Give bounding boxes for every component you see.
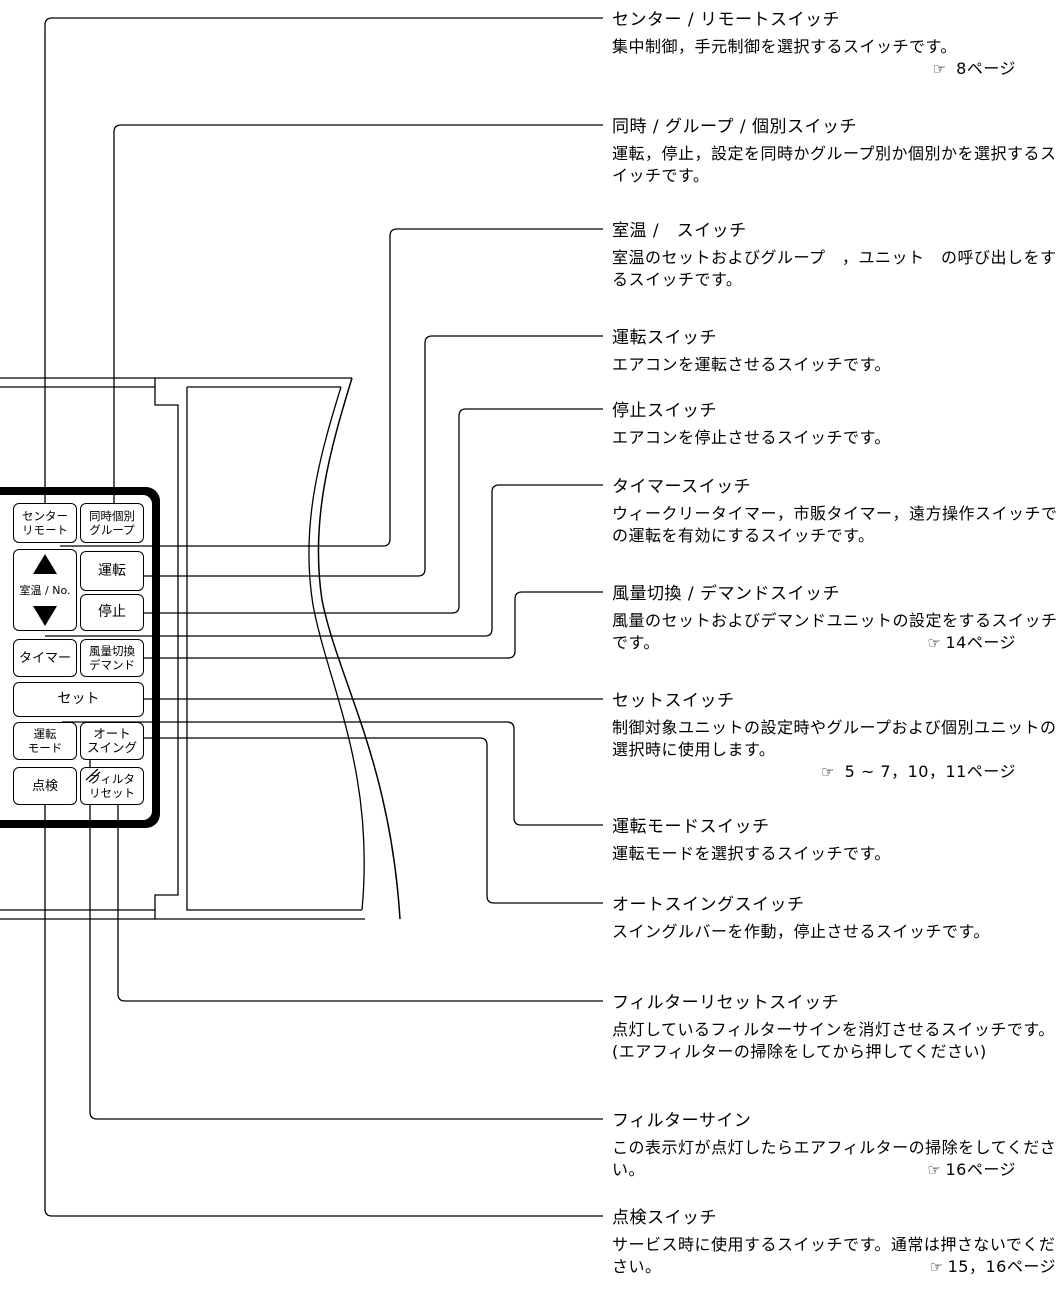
filter-sign-lamp-icon bbox=[85, 768, 101, 783]
pointing-hand-icon: ☞ bbox=[927, 634, 942, 652]
desc-body: ウィークリータイマー，市販タイマー，遠方操作スイッチでの運転を有効にするスイッチ… bbox=[612, 504, 1058, 545]
desc-body: 点灯しているフィルターサインを消灯させるスイッチです。(エアフィルターの掃除をし… bbox=[612, 1020, 1055, 1061]
page-ref-text: 14ページ bbox=[945, 633, 1016, 652]
auto-swing-button[interactable]: オート スイング bbox=[80, 722, 144, 760]
desc-title: フィルターサイン bbox=[612, 1111, 752, 1131]
fan-demand-label-1: 風量切換 bbox=[89, 644, 135, 658]
desc-body: 運転，停止，設定を同時かグループ別か個別かを選択するスイッチです。 bbox=[612, 144, 1057, 185]
page-ref: ☞16ページ bbox=[612, 1159, 1060, 1181]
desc-room-temp: 室温 / スイッチ 室温のセットおよびグループ ，ユニット の呼び出しをするスイ… bbox=[612, 220, 1060, 291]
set-label: セット bbox=[57, 691, 100, 707]
center-remote-label-1: センター bbox=[22, 509, 68, 523]
desc-body: 制御対象ユニットの設定時やグループおよび個別ユニットの選択時に使用します。 bbox=[612, 718, 1057, 759]
desc-body: 集中制御，手元制御を選択するスイッチです。 bbox=[612, 37, 957, 56]
desc-auto-swing: オートスイングスイッチ スイングルバーを作動，停止させるスイッチです。 bbox=[612, 894, 1060, 943]
filter-reset-label-2: リセット bbox=[89, 786, 135, 800]
desc-title: 運転モードスイッチ bbox=[612, 817, 770, 837]
desc-fan-demand: 風量切換 / デマンドスイッチ 風量のセットおよびデマンドユニットの設定をするス… bbox=[612, 583, 1060, 654]
auto-swing-label-1: オート bbox=[93, 726, 131, 741]
desc-title: オートスイングスイッチ bbox=[612, 895, 805, 915]
desc-body: エアコンを運転させるスイッチです。 bbox=[612, 355, 891, 374]
desc-body: 運転モードを選択するスイッチです。 bbox=[612, 844, 891, 863]
desc-body: 風量のセットおよびデマンドユニットの設定をするスイッチです。 bbox=[612, 611, 1058, 652]
page-ref-text: 5 ~ 7，10，11ページ bbox=[839, 762, 1016, 781]
run-mode-label-2: モード bbox=[27, 741, 63, 755]
run-mode-label-1: 運転 bbox=[33, 727, 57, 741]
page-ref: ☞ 8ページ bbox=[612, 58, 1060, 80]
pointing-hand-icon: ☞ bbox=[927, 1161, 942, 1179]
center-remote-button[interactable]: センター リモート bbox=[13, 503, 77, 543]
pointing-hand-icon: ☞ bbox=[821, 763, 836, 781]
desc-filter-reset: フィルターリセットスイッチ 点灯しているフィルターサインを消灯させるスイッチです… bbox=[612, 992, 1060, 1063]
desc-inspect: 点検スイッチ サービス時に使用するスイッチです。通常は押さないでください。 ☞1… bbox=[612, 1207, 1060, 1278]
pointing-hand-icon: ☞ bbox=[932, 60, 947, 78]
desc-body: サービス時に使用するスイッチです。通常は押さないでください。 bbox=[612, 1235, 1056, 1276]
desc-body: 室温のセットおよびグループ ，ユニット の呼び出しをするスイッチです。 bbox=[612, 248, 1057, 289]
auto-swing-label-2: スイング bbox=[86, 740, 137, 755]
timer-label: タイマー bbox=[18, 650, 71, 666]
desc-stop: 停止スイッチ エアコンを停止させるスイッチです。 bbox=[612, 400, 1060, 449]
desc-center-remote: センター / リモートスイッチ 集中制御，手元制御を選択するスイッチです。 ☞ … bbox=[612, 9, 1060, 80]
desc-title: タイマースイッチ bbox=[612, 477, 752, 497]
page-ref: ☞14ページ bbox=[612, 632, 1060, 654]
desc-simultaneous-group: 同時 / グループ / 個別スイッチ 運転，停止，設定を同時かグループ別か個別か… bbox=[612, 116, 1060, 187]
desc-title: セットスイッチ bbox=[612, 691, 735, 711]
page-ref-text: 16ページ bbox=[945, 1160, 1016, 1179]
desc-title: センター / リモートスイッチ bbox=[612, 10, 841, 30]
stop-button[interactable]: 停止 bbox=[80, 594, 144, 631]
desc-set: セットスイッチ 制御対象ユニットの設定時やグループおよび個別ユニットの選択時に使… bbox=[612, 690, 1060, 783]
pointing-hand-icon: ☞ bbox=[929, 1258, 944, 1276]
run-mode-button[interactable]: 運転 モード bbox=[13, 722, 77, 760]
desc-title: 運転スイッチ bbox=[612, 328, 717, 348]
inspect-button[interactable]: 点検 bbox=[13, 767, 77, 805]
filter-reset-label-1: フィルタ bbox=[89, 772, 135, 786]
inspect-label: 点検 bbox=[31, 778, 58, 794]
fan-demand-label-2: デマンド bbox=[89, 658, 135, 672]
simultaneous-group-label-2: グループ bbox=[89, 523, 135, 537]
fan-demand-button[interactable]: 風量切換 デマンド bbox=[80, 639, 144, 677]
desc-timer: タイマースイッチ ウィークリータイマー，市販タイマー，遠方操作スイッチでの運転を… bbox=[612, 476, 1060, 547]
desc-title: 室温 / スイッチ bbox=[612, 221, 747, 241]
desc-title: 同時 / グループ / 個別スイッチ bbox=[612, 117, 858, 137]
page-ref-text: 15，16ページ bbox=[947, 1257, 1056, 1276]
timer-button[interactable]: タイマー bbox=[13, 639, 77, 677]
desc-run-mode: 運転モードスイッチ 運転モードを選択するスイッチです。 bbox=[612, 816, 1060, 865]
filter-reset-button[interactable]: フィルタ リセット bbox=[80, 767, 144, 805]
down-arrow-icon bbox=[33, 606, 57, 626]
desc-body: この表示灯が点灯したらエアフィルターの掃除をしてください。 bbox=[612, 1138, 1057, 1179]
desc-run: 運転スイッチ エアコンを運転させるスイッチです。 bbox=[612, 327, 1060, 376]
set-button[interactable]: セット bbox=[13, 682, 144, 717]
desc-filter-sign: フィルターサイン この表示灯が点灯したらエアフィルターの掃除をしてください。 ☞… bbox=[612, 1110, 1060, 1181]
room-temp-no-button[interactable]: 室温 / No. bbox=[13, 549, 77, 631]
desc-title: 点検スイッチ bbox=[612, 1208, 717, 1228]
run-label: 運転 bbox=[98, 562, 126, 579]
simultaneous-group-button[interactable]: 同時個別 グループ bbox=[80, 503, 144, 543]
desc-title: フィルターリセットスイッチ bbox=[612, 993, 840, 1013]
desc-body: スイングルバーを作動，停止させるスイッチです。 bbox=[612, 922, 990, 941]
page-ref-text: 8ページ bbox=[950, 59, 1016, 78]
run-button[interactable]: 運転 bbox=[80, 551, 144, 591]
leader-lines bbox=[44, 17, 603, 1217]
desc-title: 停止スイッチ bbox=[612, 401, 717, 421]
center-remote-label-2: リモート bbox=[22, 523, 68, 537]
stop-label: 停止 bbox=[98, 604, 126, 620]
desc-body: エアコンを停止させるスイッチです。 bbox=[612, 428, 891, 447]
room-temp-no-label: 室温 / No. bbox=[19, 583, 71, 597]
page-ref: ☞ 5 ~ 7，10，11ページ bbox=[612, 761, 1060, 783]
simultaneous-group-label-1: 同時個別 bbox=[89, 509, 135, 523]
page-ref: ☞15，16ページ bbox=[612, 1256, 1060, 1278]
up-arrow-icon bbox=[33, 554, 57, 574]
device-housing bbox=[0, 377, 401, 920]
desc-title: 風量切換 / デマンドスイッチ bbox=[612, 584, 841, 604]
